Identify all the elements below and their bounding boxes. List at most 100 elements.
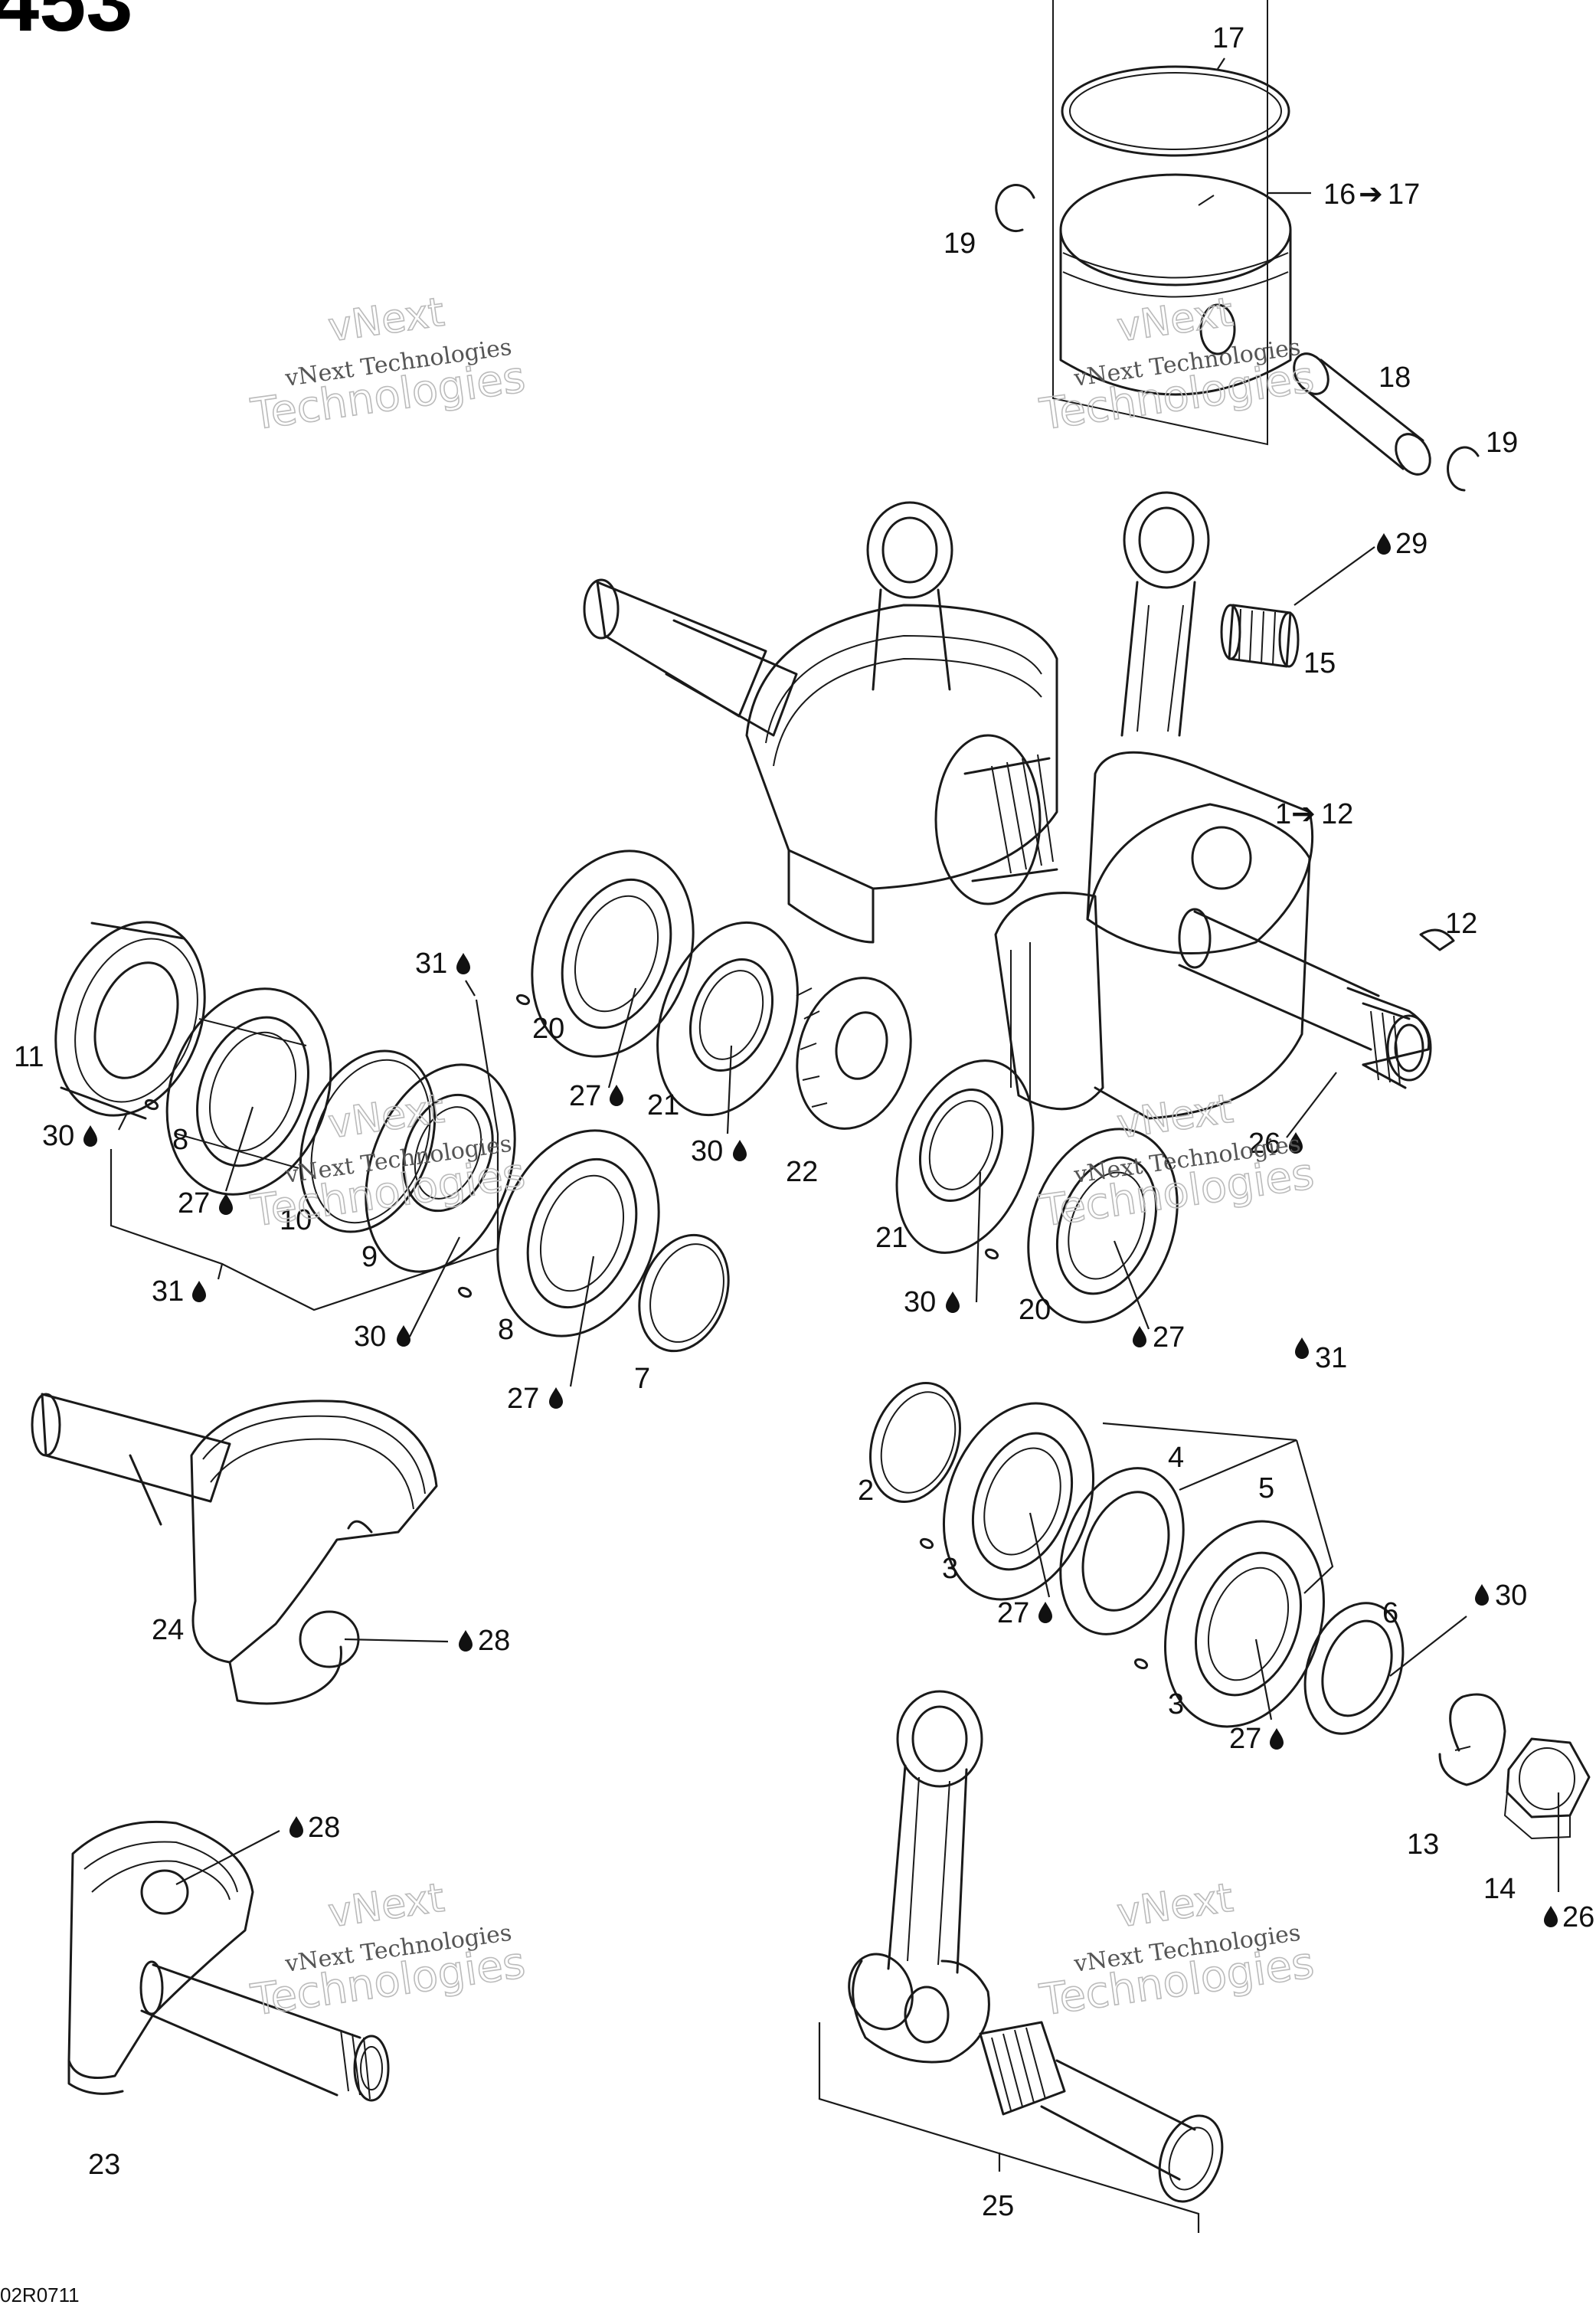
piston-16 — [1059, 173, 1292, 396]
watermark: vNext Technologies vNext Technologies — [247, 1085, 529, 1237]
label-24: 24 — [152, 1614, 184, 1646]
label-11: 11 — [14, 1041, 44, 1073]
label-12: 12 — [1445, 908, 1477, 940]
label-27-f: 27 — [1229, 1723, 1261, 1755]
label-3-upper: 3 — [942, 1553, 958, 1585]
plate-9 — [365, 1063, 516, 1273]
label-25: 25 — [982, 2190, 1014, 2222]
crankshaft-assembly — [583, 491, 1432, 1120]
label-15: 15 — [1303, 647, 1336, 679]
label-4: 4 — [1168, 1442, 1184, 1474]
label-28-b: 28 — [308, 1812, 340, 1844]
label-10: 10 — [280, 1204, 312, 1236]
lubricant-drop-icon — [459, 1630, 473, 1652]
circlip-19-top — [995, 184, 1035, 233]
piston-ring-17 — [1061, 65, 1290, 157]
label-18: 18 — [1379, 362, 1411, 394]
needle-bearing-15 — [1220, 604, 1300, 668]
seal-11 — [54, 921, 206, 1120]
lubricant-drop-icon — [192, 1281, 206, 1302]
woodruff-key-12 — [1419, 928, 1455, 951]
label-30-d: 30 — [904, 1286, 936, 1318]
label-arrow-16: ➔ — [1359, 178, 1383, 211]
label-31-b: 31 — [152, 1275, 184, 1308]
lubricant-drop-icon — [1133, 1326, 1146, 1347]
label-17: 17 — [1212, 22, 1244, 54]
watermark: vNext Technologies vNext Technologies — [247, 1874, 529, 2026]
piston-pin-18 — [1293, 352, 1431, 476]
lubricant-drop-icon — [456, 953, 470, 974]
label-30-a: 30 — [42, 1120, 74, 1152]
label-27-c: 27 — [507, 1383, 539, 1415]
lubricant-drop-icon — [219, 1193, 233, 1215]
label-21-lower: 21 — [875, 1222, 908, 1254]
watermarks: vNext Technologies vNext Technologies vN… — [247, 289, 1318, 2026]
lubricant-drop-icon — [1475, 1584, 1489, 1606]
spacer-4 — [1059, 1467, 1185, 1635]
ring-2 — [869, 1382, 961, 1503]
label-29: 29 — [1395, 528, 1428, 560]
seal-21-upper — [656, 921, 799, 1117]
label-16: 16 — [1323, 178, 1356, 211]
label-26-b: 26 — [1562, 1901, 1594, 1933]
label-19-top: 19 — [944, 228, 976, 260]
label-30-e: 30 — [1495, 1580, 1527, 1612]
circlip-19-side — [1447, 446, 1480, 492]
washer-13 — [1438, 1693, 1506, 1786]
dowel-pins — [144, 994, 1149, 1670]
watermark: vNext Technologies vNext Technologies — [1036, 1874, 1318, 2026]
label-5: 5 — [1258, 1472, 1274, 1504]
piston-group — [995, 0, 1480, 492]
lubricant-drop-icon — [397, 1325, 410, 1347]
bearing-20-lower — [1027, 1128, 1179, 1324]
lubricant-drop-icon — [946, 1291, 960, 1313]
ring-10 — [299, 1049, 437, 1233]
label-16-to: 17 — [1388, 178, 1420, 211]
crank-half-24 — [31, 1393, 438, 1705]
lubricant-drop-icon — [1377, 533, 1391, 555]
label-14: 14 — [1483, 1873, 1516, 1905]
diagram-title: 453 — [0, 0, 133, 49]
label-19-side: 19 — [1486, 427, 1518, 459]
lubricant-drop-icon — [1270, 1728, 1284, 1750]
svg-text:vNext: vNext — [325, 290, 447, 352]
label-8-lower: 8 — [498, 1314, 514, 1346]
label-31-a: 31 — [415, 948, 447, 980]
label-8-left: 8 — [172, 1124, 188, 1156]
svg-text:vNext: vNext — [325, 1875, 447, 1937]
label-20-upper: 20 — [532, 1013, 564, 1045]
lubricant-drop-icon — [1295, 1337, 1309, 1359]
label-23: 23 — [88, 2149, 120, 2181]
lubricant-drop-icon — [1038, 1602, 1052, 1623]
label-30-b: 30 — [691, 1135, 723, 1167]
label-21-upper: 21 — [647, 1089, 679, 1121]
label-27-d: 27 — [1153, 1321, 1185, 1354]
svg-text:vNext: vNext — [1114, 290, 1236, 352]
lubricant-drop-icon — [1544, 1906, 1558, 1927]
label-22: 22 — [786, 1156, 818, 1188]
label-6: 6 — [1382, 1597, 1398, 1629]
ring-7 — [638, 1233, 730, 1353]
bearing-8-left — [165, 987, 332, 1196]
label-1-to: 12 — [1321, 798, 1353, 830]
lubricant-drop-icon — [733, 1140, 747, 1161]
drawing-code: 02R0711 — [0, 2283, 80, 2306]
lubricant-drop-icon — [289, 1816, 303, 1838]
label-31-c: 31 — [1315, 1342, 1347, 1374]
gear-22 — [796, 977, 912, 1130]
nut-14 — [1503, 1737, 1591, 1840]
lubricant-drop-icon — [610, 1085, 623, 1106]
bearing-3-upper — [942, 1402, 1095, 1601]
label-1: 1 — [1275, 798, 1291, 830]
seal-21-lower — [895, 1059, 1035, 1254]
leader-lines — [118, 57, 1560, 1892]
bearing-8-lower — [496, 1129, 660, 1337]
label-20-lower: 20 — [1019, 1294, 1051, 1326]
label-27-e: 27 — [997, 1597, 1029, 1629]
lubricant-drop-icon — [83, 1125, 97, 1147]
label-3-lower: 3 — [1168, 1688, 1184, 1720]
label-7: 7 — [634, 1363, 650, 1395]
label-arrow-1: ➔ — [1291, 798, 1316, 830]
label-28-a: 28 — [478, 1625, 510, 1657]
